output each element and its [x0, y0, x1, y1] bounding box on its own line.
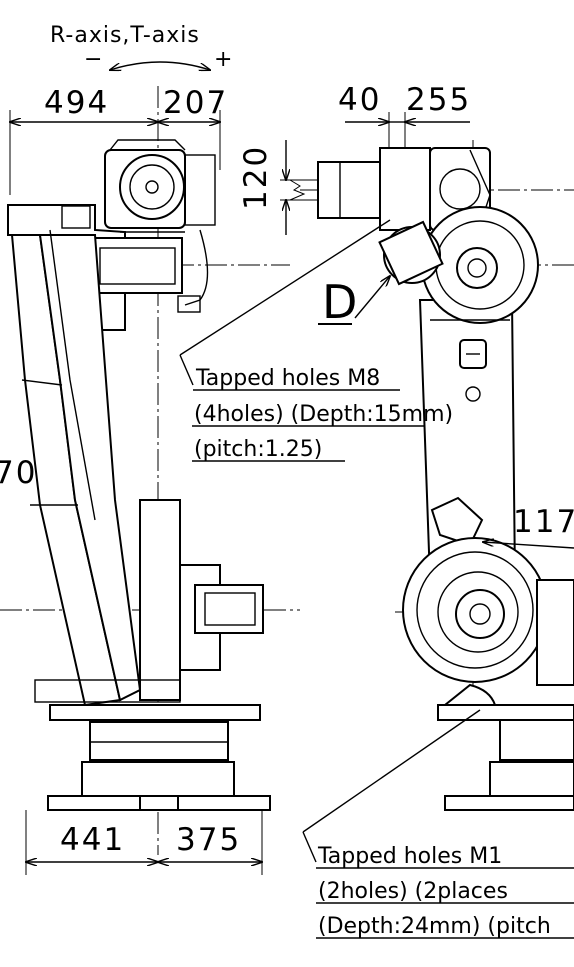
rotation-arrow	[110, 61, 210, 70]
dim-207: 207	[163, 85, 228, 121]
dim-494: 494	[44, 85, 109, 121]
note-lower-line3: (Depth:24mm) (pitch	[318, 914, 551, 939]
note-leader-tick	[302, 831, 317, 863]
detail-d-label: D	[322, 275, 357, 329]
lower-arm-left	[10, 229, 142, 707]
axis-label: R-axis,T-axis	[50, 23, 200, 48]
dim-255: 255	[406, 82, 471, 118]
rotation-minus-label: −	[84, 47, 103, 72]
lower-joint-right	[402, 496, 574, 706]
dim-117: 117	[513, 504, 574, 540]
note-leader-upper	[179, 219, 391, 356]
base-right	[437, 704, 574, 811]
wrist-head-left	[104, 139, 216, 313]
dim-441: 441	[60, 822, 125, 858]
note-leader-lower	[302, 709, 481, 833]
detail-leader	[354, 276, 390, 319]
note-upper-line2: (4holes) (Depth:15mm)	[194, 402, 453, 427]
note-lower-line1: Tapped holes M1	[317, 844, 502, 869]
note-leader-tick	[179, 354, 194, 386]
rotation-plus-label: +	[214, 47, 233, 72]
dim-line-117	[483, 542, 574, 549]
dim-40: 40	[338, 82, 381, 118]
note-lower-line2: (2holes) (2places	[318, 879, 508, 904]
break-mark	[289, 179, 306, 201]
note-upper-line1: Tapped holes M8	[195, 366, 380, 391]
note-upper-line3: (pitch:1.25)	[194, 437, 322, 462]
dim-120: 120	[238, 145, 274, 210]
base-left	[34, 499, 271, 811]
dim-375: 375	[176, 822, 241, 858]
dim-70: 70	[0, 455, 37, 491]
